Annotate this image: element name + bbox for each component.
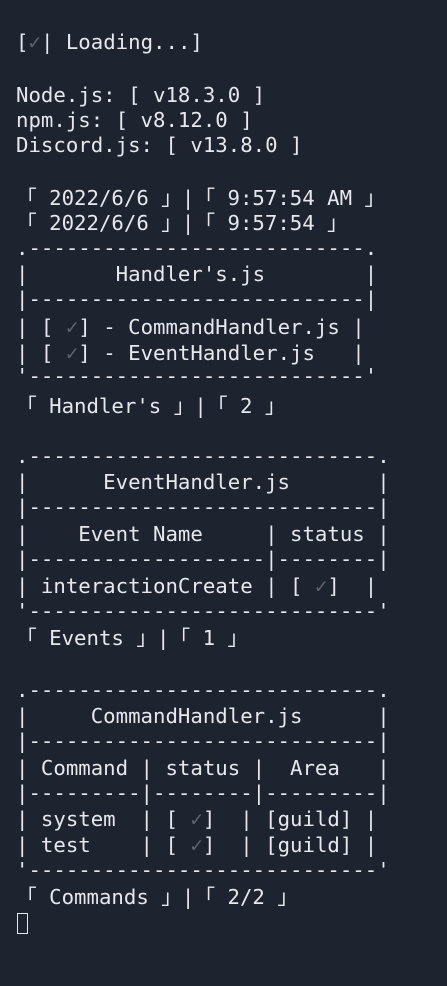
events-table-sep2: |-------------------|--------| xyxy=(16,547,390,571)
row-prefix: | test | [ xyxy=(16,833,191,857)
check-icon: ✓ xyxy=(314,574,328,598)
row-prefix: | system | [ xyxy=(16,807,191,831)
handlers-table-row: | [ ✓] - CommandHandler.js | xyxy=(16,314,365,340)
handlers-table-sep: |---------------------------| xyxy=(16,287,378,311)
commands-table-bottom: '----------------------------' xyxy=(16,858,390,882)
datetime-line-24h: 「 2022/6/6 」|「 9:57:54 」 xyxy=(16,211,348,235)
commands-table-top: .----------------------------. xyxy=(16,678,390,702)
row-suffix: ] | xyxy=(327,574,378,598)
check-icon: ✓ xyxy=(65,341,79,365)
commands-summary: 「 Commands 」|「 2/2 」 xyxy=(16,885,299,909)
commands-table-row: | test | [ ✓] | [guild] | xyxy=(16,832,377,858)
check-icon: ✓ xyxy=(65,315,79,339)
loading-open: [ xyxy=(16,30,29,54)
handlers-summary: 「 Handler's 」|「 2 」 xyxy=(16,394,286,418)
row-suffix: ] | [guild] | xyxy=(202,833,378,857)
row-suffix: ] - CommandHandler.js | xyxy=(78,315,365,339)
row-prefix: | [ xyxy=(16,315,66,339)
events-table-title: | EventHandler.js | xyxy=(16,470,390,494)
node-version-line: Node.js: [ v18.3.0 ] xyxy=(16,83,266,107)
events-table-top: .----------------------------. xyxy=(16,444,390,468)
commands-table-title: | CommandHandler.js | xyxy=(16,704,390,728)
commands-table-sep2: |---------|--------|---------| xyxy=(16,781,390,805)
loading-text: | Loading...] xyxy=(40,30,203,54)
commands-table-header: | Command | status | Area | xyxy=(16,756,390,780)
handlers-table-bottom: '---------------------------' xyxy=(16,364,378,388)
handlers-table-top: .---------------------------. xyxy=(16,236,378,260)
commands-table-row: | system | [ ✓] | [guild] | xyxy=(16,806,377,832)
check-icon: ✓ xyxy=(190,833,203,857)
row-prefix: | [ xyxy=(16,341,66,365)
row-suffix: ] - EventHandler.js | xyxy=(78,341,365,365)
commands-table-sep: |----------------------------| xyxy=(16,729,390,753)
events-table-sep: |----------------------------| xyxy=(16,495,390,519)
handlers-table-title: | Handler's.js | xyxy=(16,262,378,286)
events-table-header: | Event Name | status | xyxy=(16,522,390,546)
events-table-bottom: '----------------------------' xyxy=(16,599,390,623)
npm-version-line: npm.js: [ v8.12.0 ] xyxy=(16,108,253,132)
loading-line: [✓| Loading...] xyxy=(16,29,203,55)
events-table-row: | interactionCreate | [ ✓] | xyxy=(16,573,377,599)
check-icon: ✓ xyxy=(28,30,41,54)
row-prefix: | interactionCreate | [ xyxy=(16,574,315,598)
terminal-cursor[interactable] xyxy=(17,913,28,934)
check-icon: ✓ xyxy=(190,807,203,831)
datetime-line-12h: 「 2022/6/6 」|「 9:57:54 AM 」 xyxy=(16,186,386,210)
row-suffix: ] | [guild] | xyxy=(202,807,378,831)
events-summary: 「 Events 」|「 1 」 xyxy=(16,626,249,650)
discord-version-line: Discord.js: [ v13.8.0 ] xyxy=(16,133,303,157)
handlers-table-row: | [ ✓] - EventHandler.js | xyxy=(16,340,365,366)
